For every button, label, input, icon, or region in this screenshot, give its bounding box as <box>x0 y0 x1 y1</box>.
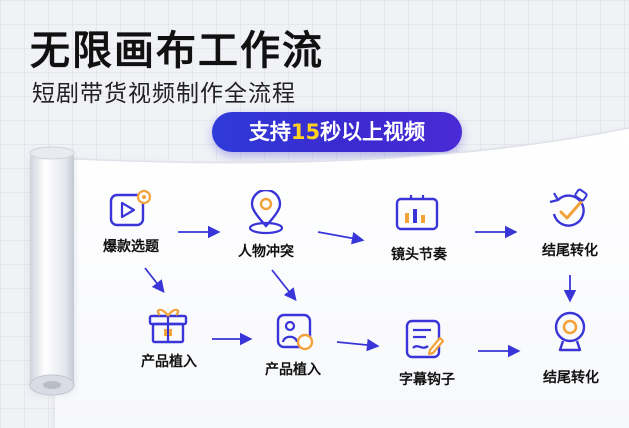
location-pin-icon <box>248 190 284 235</box>
node-label-character-conflict: 人物冲突 <box>238 244 294 260</box>
node-label-subtitle-hook: 字幕钩子 <box>399 372 455 388</box>
duration-badge: 支持15秒以上视频 <box>212 112 462 152</box>
arrow-r2-2 <box>336 338 380 352</box>
node-label-product-placement-1: 产品植入 <box>141 354 197 370</box>
arrow-down-2 <box>271 269 297 301</box>
page-title: 无限画布工作流 <box>30 28 324 74</box>
badge-highlight: 15 <box>290 120 321 144</box>
paper-roll <box>30 150 74 390</box>
paper-sheet-fold <box>54 127 629 164</box>
page-subtitle: 短剧带货视频制作全流程 <box>32 81 296 107</box>
webcam-icon <box>554 311 586 352</box>
node-label-product-placement-2: 产品植入 <box>265 362 321 378</box>
chart-monitor-icon <box>395 195 439 231</box>
video-play-icon <box>109 189 152 227</box>
badge-prefix: 支持 <box>248 120 291 144</box>
node-label-shot-rhythm: 镜头节奏 <box>391 247 447 263</box>
node-label-ending-conversion-2: 结尾转化 <box>543 370 599 386</box>
gift-box-icon <box>148 308 188 344</box>
badge-suffix: 秒以上视频 <box>320 120 426 144</box>
arrow-down-1 <box>144 267 165 293</box>
paper-roll-top <box>29 146 75 160</box>
node-label-hot-topic: 爆款选题 <box>103 239 159 255</box>
paper-roll-core <box>43 381 61 389</box>
node-label-ending-conversion-1: 结尾转化 <box>542 243 598 259</box>
refresh-check-icon <box>549 188 588 227</box>
arrow-r1-2 <box>317 231 365 245</box>
paper-sheet <box>55 128 629 428</box>
person-frame-icon <box>276 313 314 351</box>
subtitle-edit-icon <box>405 319 445 359</box>
